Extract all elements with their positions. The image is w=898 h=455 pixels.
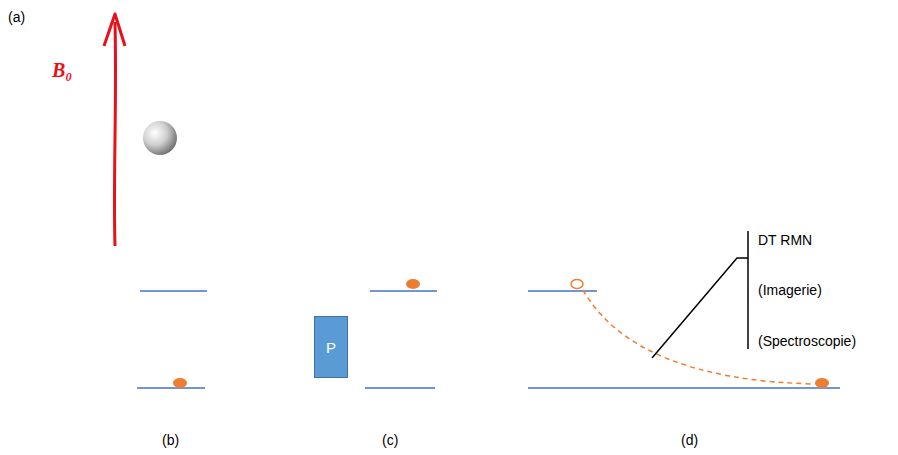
spin-sphere [143,121,177,155]
pulse-box: P [314,316,348,378]
spin-dot [406,279,420,289]
energy-level [365,387,435,389]
box-text: P [326,339,336,356]
detection-label: DT RMN [758,232,812,249]
energy-level [528,387,840,389]
energy-level [528,290,597,292]
field-label: B₀ [52,58,72,82]
panel-label: (c) [382,432,398,449]
empty-spin [571,280,583,289]
energy-level [140,290,207,292]
field-arrow [114,22,115,246]
bracket-bar [747,231,749,349]
spin-dot [173,378,187,388]
detection-note: (Imagerie) [758,282,822,299]
panel-label: (b) [162,432,179,449]
detection-note: (Spectroscopie) [758,333,856,350]
energy-level [137,387,205,389]
panel-label: (a) [8,9,25,26]
panel-label: (d) [681,432,698,449]
field-arrowhead [104,14,125,46]
energy-level [370,290,437,292]
spin-dot [815,378,829,388]
leader-line [652,258,748,358]
